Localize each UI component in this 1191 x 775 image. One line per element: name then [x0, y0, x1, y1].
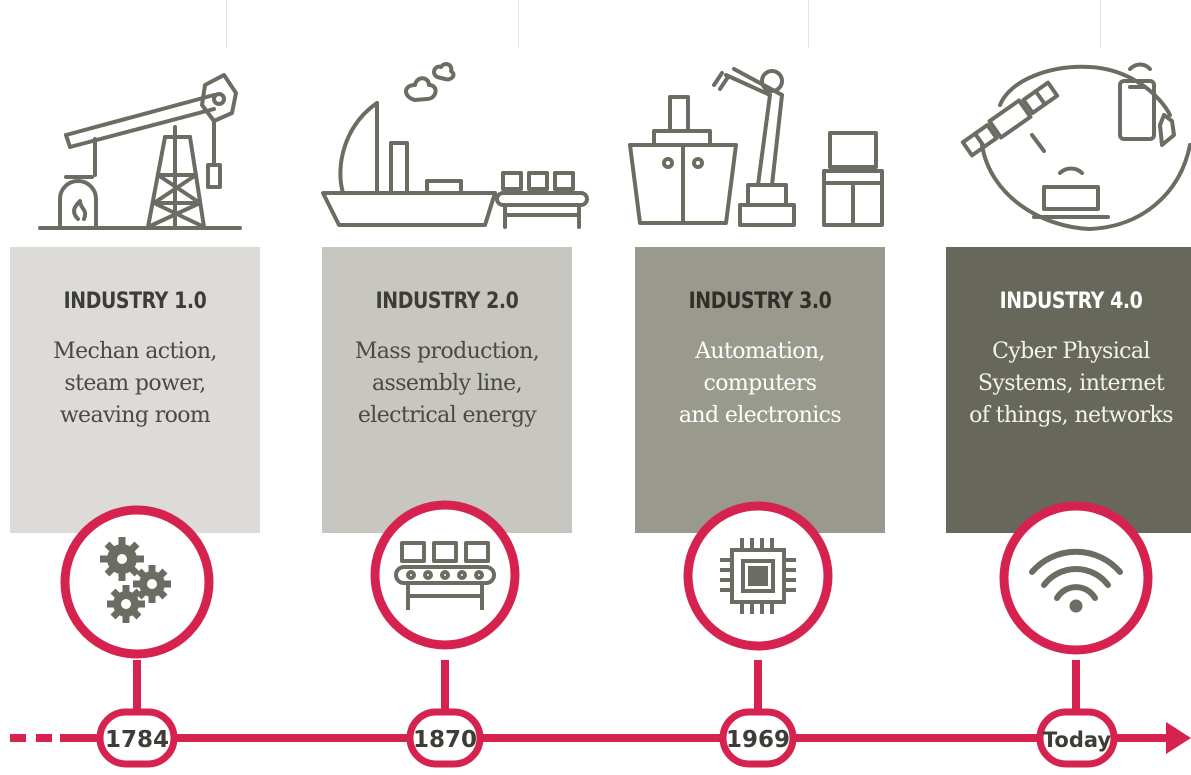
year-label-1784: 1784 — [105, 727, 169, 753]
year-pill-1969 — [719, 708, 797, 768]
pumpjack-furnace-icon — [0, 55, 300, 235]
divider-line-2 — [518, 0, 519, 48]
wifi-icon — [1029, 548, 1123, 613]
steamship-conveyor-icon — [305, 55, 605, 235]
year-label-1969: 1969 — [726, 727, 790, 753]
industry-3-panel: INDUSTRY 3.0 Automation, computers and e… — [635, 247, 885, 533]
industry-2-title: INDUSTRY 2.0 — [375, 289, 519, 314]
timeline-arrow-icon — [1166, 722, 1191, 754]
industry-3-description: Automation, computers and electronics — [678, 339, 842, 428]
timeline-line — [76, 734, 1168, 742]
industry-1-panel: INDUSTRY 1.0 Mechan action, steam power,… — [10, 247, 260, 533]
timeline-dashes — [10, 734, 76, 742]
year-pill-1784 — [96, 708, 178, 768]
gears-icon — [100, 537, 171, 623]
industry-3-title: INDUSTRY 3.0 — [688, 289, 832, 314]
divider-line-1 — [226, 0, 227, 48]
satellite-phone-laptop-network-icon — [940, 55, 1191, 235]
stage-3-marker: 1969 — [683, 501, 833, 768]
year-label-1870: 1870 — [413, 727, 477, 753]
stage-1-marker: 1784 — [60, 505, 214, 768]
year-label-today: Today — [1043, 728, 1112, 752]
year-pill-today — [1036, 708, 1118, 768]
industry-2-description: Mass production, assembly line, electric… — [354, 339, 540, 428]
microchip-icon — [720, 538, 796, 614]
industry-1-description: Mechan action, steam power, weaving room — [53, 339, 217, 428]
industry-4-title: INDUSTRY 4.0 — [999, 289, 1143, 314]
stage-2-marker: 1870 — [370, 500, 520, 768]
year-pill-1870 — [406, 708, 484, 768]
industry-4-panel: INDUSTRY 4.0 Cyber Physical Systems, int… — [946, 247, 1191, 533]
divider-line-3 — [808, 0, 809, 48]
stage-4-marker: Today — [999, 501, 1153, 768]
ship-robot-arm-computer-icon — [610, 55, 910, 235]
industry-1-title: INDUSTRY 1.0 — [63, 289, 207, 314]
industry-4-description: Cyber Physical Systems, internet of thin… — [969, 339, 1173, 428]
industry-4-icon-circle — [999, 501, 1153, 655]
conveyor-belt-icon — [394, 541, 496, 610]
divider-line-4 — [1100, 0, 1101, 48]
industry-2-panel: INDUSTRY 2.0 Mass production, assembly l… — [322, 247, 572, 533]
